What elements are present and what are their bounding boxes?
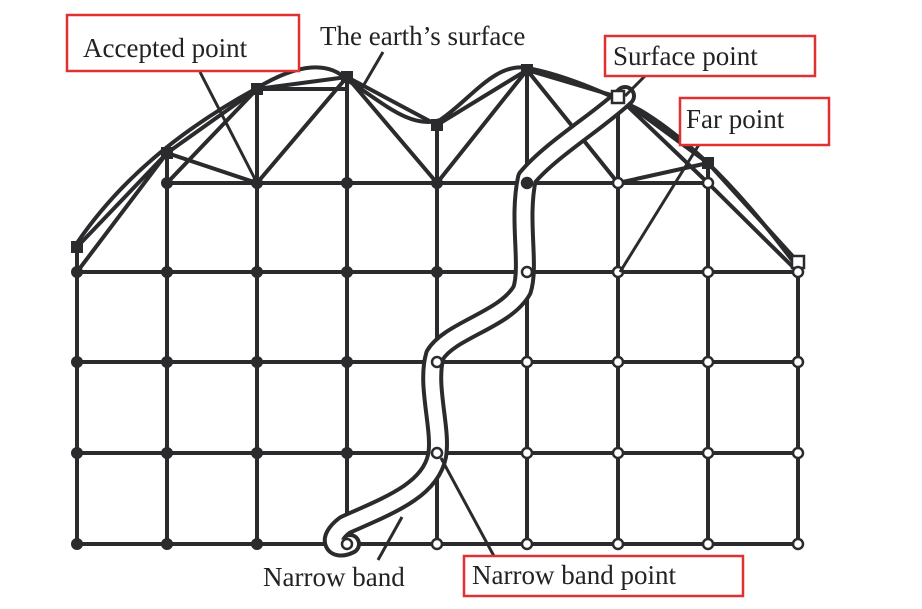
narrow-band-point [520,176,534,190]
accepted-point [161,356,173,368]
far-point [611,176,625,190]
narrow-band-point [520,265,534,279]
accepted-point [161,538,173,550]
mesh-edge [255,75,349,185]
mesh-edge [165,151,259,185]
accepted-point [161,177,173,189]
accepted-point [341,266,353,278]
far-point [791,446,805,460]
accepted-point [71,266,83,278]
far-point [701,265,715,279]
accepted-point [71,447,83,459]
mesh-edge [616,95,710,185]
narrow-band-label: Narrow band [263,562,405,592]
mesh-edge [165,87,259,185]
accepted-point [251,266,263,278]
surface-point-label: Surface point [613,41,758,71]
far-point [791,265,805,279]
far-point [791,355,805,369]
accepted-point [431,177,443,189]
leader-accepted-point [198,71,259,184]
surface-point-marker [71,241,83,253]
far-points [430,176,805,551]
far-point-label: Far point [686,104,785,134]
narrow-band-inner [326,89,632,554]
far-point [611,355,625,369]
mesh-edge [616,161,710,185]
mesh-edge [706,181,800,274]
far-point [520,446,534,460]
mesh-edge [435,68,529,185]
accepted-point [71,356,83,368]
accepted-point [341,447,353,459]
surface-points [71,64,806,270]
far-point [611,537,625,551]
narrow-band-point-box [462,554,745,598]
accepted-point [251,447,263,459]
labels: Accepted point The earth’s surface Surfa… [83,21,785,592]
far-point-box [678,96,831,147]
far-point [701,176,715,190]
narrow-band-point [430,446,444,460]
surface-point-marker [702,157,714,169]
accepted-point [341,356,353,368]
surface-point-box [603,34,817,78]
accepted-point [431,266,443,278]
narrow-band-point [430,355,444,369]
surface-point-marker [521,64,533,76]
far-point [701,537,715,551]
far-point [701,446,715,460]
accepted-point [161,266,173,278]
leader-lines [198,51,702,561]
far-point [611,446,625,460]
accepted-point [161,447,173,459]
accepted-point [251,356,263,368]
surface-point-marker [161,147,173,159]
narrow-band-points [340,176,534,551]
leader-surface-point [623,74,647,98]
narrow-band-point-label: Narrow band point [472,560,676,590]
far-point [430,537,444,551]
accepted-point [341,177,353,189]
leader-narrow-band [376,516,404,561]
far-point [520,537,534,551]
surface-point-marker [341,71,353,83]
accepted-point [251,538,263,550]
label-boxes [65,13,831,598]
far-point [520,355,534,369]
leader-far-point [618,142,702,273]
far-point [701,355,715,369]
leader-narrow-band-point [439,457,497,559]
accepted-points [71,177,533,550]
narrow-band-point [340,537,354,551]
accepted-point [71,538,83,550]
surface-point-marker [251,83,263,95]
accepted-point-box [65,13,301,73]
far-point [791,537,805,551]
surface-point-marker [431,119,443,131]
earth-surface-label: The earth’s surface [320,21,525,51]
accepted-point-label: Accepted point [83,33,248,63]
leader-earth-surface [360,51,385,89]
surface-point-marker-hollow [610,89,626,105]
mesh-edge [75,151,169,274]
mesh-edge [345,75,439,185]
